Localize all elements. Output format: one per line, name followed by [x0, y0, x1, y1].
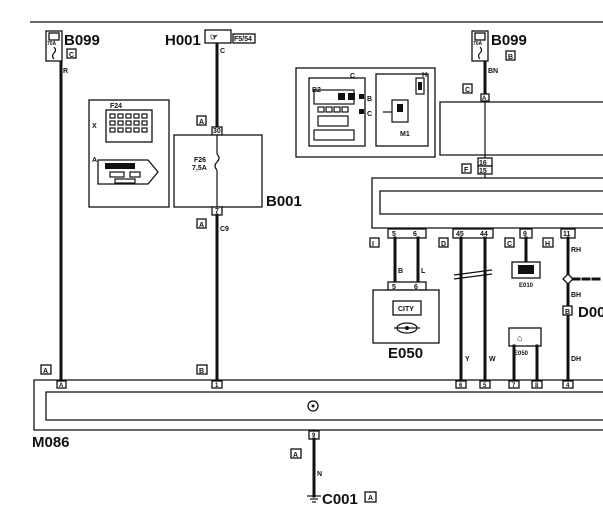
h001-fuse-ref: F5/54 — [234, 36, 252, 43]
m086-conn-a: A — [43, 368, 48, 375]
b001-fuse-symbol — [214, 153, 220, 171]
h001-label: H001 — [165, 32, 201, 49]
wire-color-bn: BN — [488, 68, 498, 75]
wire-color-l: L — [421, 268, 426, 275]
b099-left-connector: C — [69, 52, 74, 59]
pin-d-44: 44 — [480, 231, 488, 238]
m086-pin-7: 7 — [512, 383, 516, 389]
ecu-upper-box — [439, 101, 603, 156]
m086-conn-b: B — [199, 368, 204, 375]
conn-f: F — [464, 167, 469, 174]
b099-right-rating: 70A — [473, 41, 483, 47]
inset1-x: X — [92, 123, 97, 130]
b001-fuse-box — [173, 134, 263, 208]
inset1-f24: F24 — [110, 103, 122, 110]
wire-color-y: Y — [465, 356, 470, 363]
pin-c-9: 9 — [523, 231, 527, 238]
c001-label: C001 — [322, 491, 358, 508]
wire-color-rh: RH — [571, 247, 581, 254]
wire-color-b: B — [398, 268, 403, 275]
c001-conn: A — [368, 495, 373, 502]
b001-conn-bottom: A — [199, 222, 204, 229]
d00-conn: B — [565, 309, 570, 316]
conn-c-e010: C — [507, 241, 512, 248]
pin-16b: 15 — [479, 168, 487, 175]
b001-label: B001 — [266, 193, 302, 210]
b001-pin-out: 7 — [215, 208, 219, 215]
m086-pin-6: 6 — [459, 383, 463, 389]
pin-16a: 16 — [479, 160, 487, 167]
inset2-c: C — [350, 73, 355, 80]
e050-pin-5: 5 — [392, 284, 396, 291]
e050-display: CITY — [398, 306, 414, 313]
b099-left-label: B099 — [64, 32, 100, 49]
conn-i: I — [372, 241, 374, 248]
d00-label: D00 — [578, 304, 603, 321]
b001-pin-in: 30 — [213, 128, 221, 135]
m086-pin-gnd: 9 — [312, 433, 316, 439]
b099-right-label: B099 — [491, 32, 527, 49]
ground-icon — [307, 495, 321, 503]
pin-i-6: 6 — [413, 231, 417, 238]
e050-instrument — [372, 289, 440, 344]
b099-left-fuse-box: 70A — [45, 30, 63, 62]
m086-pin-1: 1 — [215, 383, 219, 389]
inset-ecu-location: B2 C B C H M1 — [295, 67, 436, 158]
m086-pin-4: 4 — [566, 383, 570, 389]
e010-label: E010 — [519, 283, 534, 289]
m086-pin-5: 5 — [483, 383, 487, 389]
e050-small-label: E050 — [514, 351, 529, 357]
conn-d: D — [441, 241, 446, 248]
body-computer-inner — [379, 190, 603, 215]
conn-c-top: C — [465, 87, 470, 94]
inset-fusebox-location: F24 X A — [88, 99, 170, 208]
inset2-m1: M1 — [400, 131, 410, 138]
m086-pin-a: A — [59, 383, 64, 389]
inset2-h: H — [422, 72, 427, 79]
conn-h: H — [545, 241, 550, 248]
wire-color-w: W — [489, 356, 496, 363]
inset2-b: B — [367, 96, 372, 103]
splice-node — [562, 273, 574, 285]
twist-mark-1 — [453, 269, 493, 276]
m086-pin-8: 8 — [535, 383, 539, 389]
inset2-b2: B2 — [312, 87, 321, 94]
wire-color-bh: BH — [571, 292, 581, 299]
b099-right-connector: B — [508, 54, 513, 61]
b001-fuse-id: F26 — [194, 157, 206, 164]
pin-i-5: 5 — [392, 231, 396, 238]
wire-color-r: R — [63, 68, 68, 75]
m086-label: M086 — [32, 434, 70, 451]
wire-color-c: C — [220, 48, 225, 55]
wire-color-dh: DH — [571, 356, 581, 363]
pin-d-45: 45 — [456, 231, 464, 238]
b099-left-rating: 70A — [47, 41, 57, 47]
pin-h-11: 11 — [563, 231, 571, 238]
m086-inner — [45, 391, 603, 421]
twist-mark-2 — [453, 273, 493, 280]
wire-color-n: N — [317, 471, 322, 478]
e050-small-icon: ⌂ — [517, 333, 522, 343]
inset2-c2: C — [367, 111, 372, 118]
b001-conn-top: A — [199, 119, 204, 126]
b001-fuse-rating: 7,5A — [192, 165, 207, 172]
inset1-a: A — [92, 157, 97, 164]
e050-pin-6: 6 — [414, 284, 418, 291]
e050-small-block — [508, 327, 542, 347]
wire-color-c9: C9 — [220, 226, 229, 233]
h001-icon: ☞ — [210, 32, 218, 42]
ground-conn-a: A — [293, 452, 298, 459]
e050-label: E050 — [388, 345, 423, 362]
conn-c-top-pin: A — [482, 96, 487, 102]
b099-right-fuse-box: 70A — [471, 30, 489, 62]
